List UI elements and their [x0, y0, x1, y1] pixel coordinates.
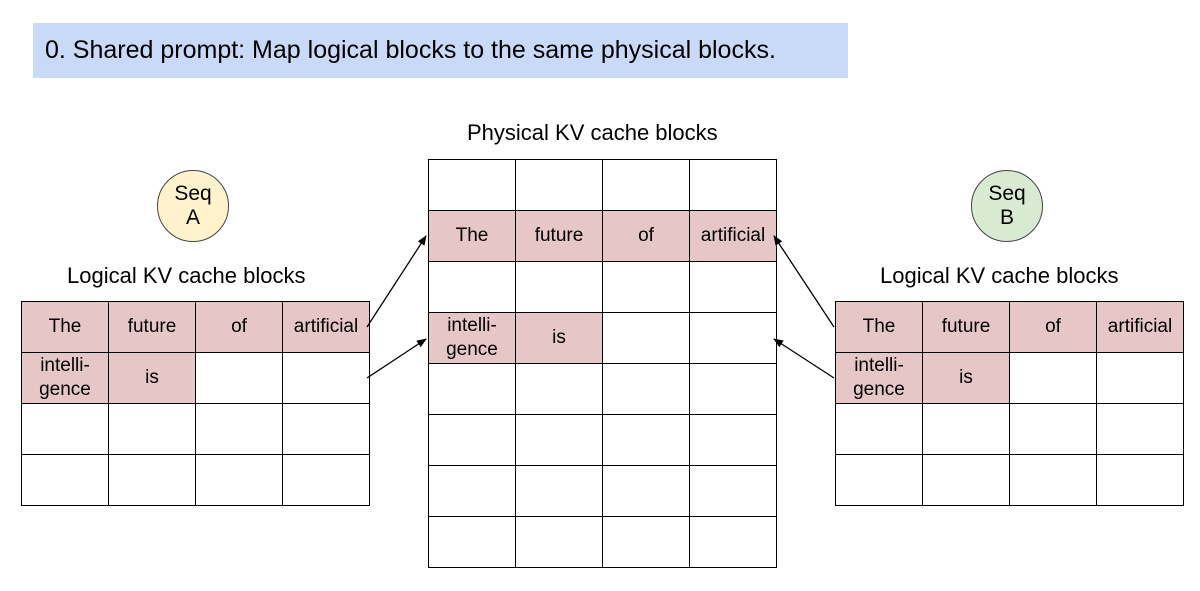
block-cell	[1009, 403, 1097, 455]
seq-b-label-line2: B	[999, 206, 1014, 229]
block-cell	[1096, 454, 1184, 506]
physical-blocks-title: Physical KV cache blocks	[467, 120, 718, 145]
block-cell	[428, 261, 516, 313]
seq-b-label-line1: Seq	[988, 181, 1026, 205]
block-cell: of	[602, 210, 690, 262]
block-cell	[922, 454, 1010, 506]
seq-a-block-row	[21, 454, 370, 506]
block-cell	[195, 352, 283, 404]
block-cell	[428, 363, 516, 415]
block-cell	[282, 454, 370, 506]
seq-b-block-row	[835, 403, 1184, 455]
block-cell: future	[515, 210, 603, 262]
arrow-a-row1-to-physical-row2	[366, 235, 427, 328]
seq-a-block-row	[21, 403, 370, 455]
block-cell: is	[922, 352, 1010, 404]
seq-b-badge: Seq B	[971, 170, 1043, 242]
block-cell: artificial	[1096, 301, 1184, 353]
block-cell	[602, 414, 690, 466]
block-cell	[689, 516, 777, 568]
seq-b-block-row	[835, 454, 1184, 506]
block-cell	[1009, 454, 1097, 506]
physical-block-row	[428, 465, 777, 517]
block-cell: of	[1009, 301, 1097, 353]
block-cell	[428, 414, 516, 466]
banner-text: 0. Shared prompt: Map logical blocks to …	[45, 36, 776, 64]
physical-block-row	[428, 516, 777, 568]
block-cell	[108, 454, 196, 506]
block-cell	[602, 516, 690, 568]
block-cell	[515, 414, 603, 466]
block-cell	[282, 352, 370, 404]
block-cell	[689, 312, 777, 364]
block-cell: The	[428, 210, 516, 262]
instruction-banner: 0. Shared prompt: Map logical blocks to …	[33, 23, 848, 78]
physical-block-row	[428, 261, 777, 313]
seq-a-logical-title: Logical KV cache blocks	[67, 263, 306, 288]
block-cell	[108, 403, 196, 455]
block-cell: The	[835, 301, 923, 353]
arrow-b-row2-to-physical-row4	[773, 338, 835, 379]
seq-a-badge: Seq A	[157, 170, 229, 242]
block-cell: is	[108, 352, 196, 404]
physical-block-row	[428, 159, 777, 211]
block-cell: of	[195, 301, 283, 353]
seq-a-label-line2: A	[185, 206, 200, 229]
block-cell	[21, 403, 109, 455]
block-cell	[835, 403, 923, 455]
block-cell	[835, 454, 923, 506]
block-cell	[195, 454, 283, 506]
block-cell: The	[21, 301, 109, 353]
block-cell: artificial	[282, 301, 370, 353]
arrow-b-row1-to-physical-row2	[773, 235, 835, 328]
block-cell	[689, 414, 777, 466]
block-cell: intelli-gence	[428, 312, 516, 364]
block-cell: is	[515, 312, 603, 364]
block-cell	[602, 363, 690, 415]
block-cell	[21, 454, 109, 506]
seq-a-label-line1: Seq	[174, 181, 212, 205]
seq-b-logical-title: Logical KV cache blocks	[880, 263, 1119, 288]
physical-block-row	[428, 414, 777, 466]
block-cell	[428, 465, 516, 517]
arrow-a-row2-to-physical-row4	[366, 338, 427, 379]
block-cell	[428, 159, 516, 211]
block-cell: future	[108, 301, 196, 353]
block-cell	[689, 261, 777, 313]
block-cell	[515, 363, 603, 415]
block-cell	[515, 516, 603, 568]
